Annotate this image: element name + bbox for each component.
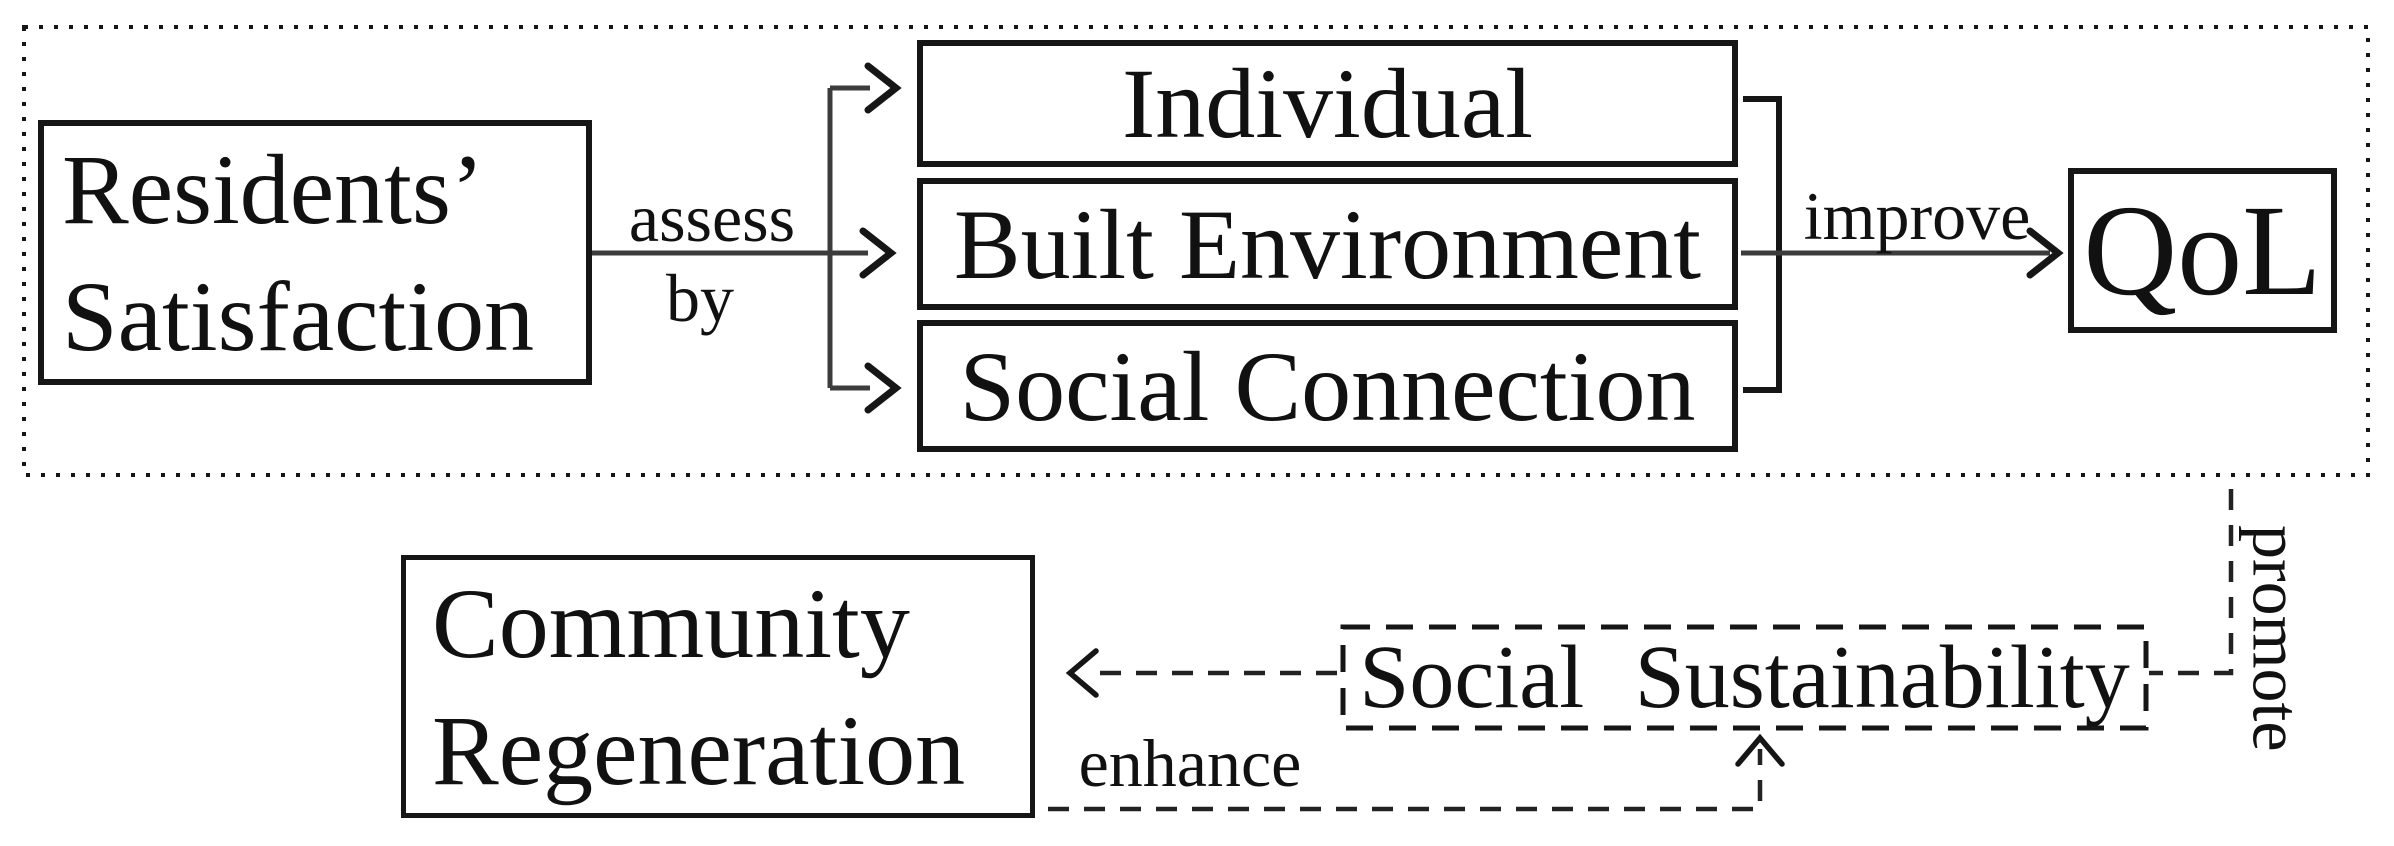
assess-label: assess xyxy=(628,180,796,256)
individual-box: Individual xyxy=(917,40,1738,167)
social-connection-label: Social Connection xyxy=(959,330,1696,442)
bracket xyxy=(1743,96,1782,393)
arrowhead-qol-icon xyxy=(2026,227,2064,279)
promote-label: promote xyxy=(2238,524,2315,752)
enhance-label: enhance xyxy=(1078,725,1302,801)
social-connection-box: Social Connection xyxy=(917,320,1738,452)
qol-label: QoL xyxy=(2083,178,2322,323)
arrowhead-sustainability-icon xyxy=(1735,733,1785,767)
social-sustainability-dashed-border xyxy=(1340,624,2149,731)
qol-box: QoL xyxy=(2068,168,2337,333)
residents-satisfaction-line2: Satisfaction xyxy=(62,260,535,372)
dotted-frame xyxy=(22,25,2370,477)
social-sustainability-box: Social Sustainability xyxy=(1343,627,2146,728)
arrowhead-social-connection-icon xyxy=(864,362,902,414)
arrowhead-community-icon xyxy=(1065,648,1099,698)
improve-label: improve xyxy=(1803,178,2031,254)
community-regeneration-box: Community Regeneration xyxy=(401,555,1035,818)
built-environment-label: Built Environment xyxy=(953,188,1702,300)
arrowhead-built-environment-icon xyxy=(859,227,897,279)
promote-dashed-line xyxy=(2149,489,2234,676)
community-regeneration-line2: Regeneration xyxy=(432,694,966,806)
assess-by-label: by xyxy=(666,260,734,336)
individual-label: Individual xyxy=(1121,48,1534,159)
residents-satisfaction-line1: Residents’ xyxy=(62,133,485,245)
social-sustainability-label: Social Sustainability xyxy=(1359,627,2130,727)
residents-satisfaction-box: Residents’ Satisfaction xyxy=(38,120,592,385)
arrowhead-individual-icon xyxy=(864,62,902,114)
built-environment-box: Built Environment xyxy=(917,178,1738,310)
community-regeneration-line1: Community xyxy=(432,567,910,679)
